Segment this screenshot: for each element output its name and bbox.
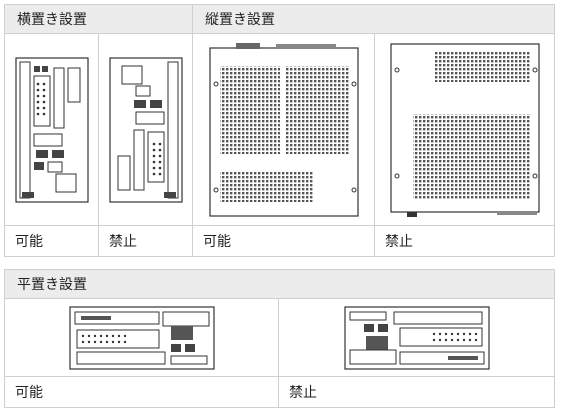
flat-forbidden-image — [278, 298, 555, 377]
vertical-forbidden-label: 禁止 — [374, 225, 555, 257]
flat-allowed-image — [4, 298, 279, 377]
unit-flat-drawing — [68, 305, 215, 370]
horizontal-allowed-label: 可能 — [4, 225, 99, 257]
horizontal-allowed-image — [4, 33, 99, 226]
vertical-allowed-image — [192, 33, 375, 226]
unit-flat-upside-down-drawing — [343, 305, 490, 370]
orientation-table-bottom: 平置き設置 — [4, 269, 555, 408]
vertical-allowed-label: 可能 — [192, 225, 375, 257]
unit-side-vents-flipped-drawing — [389, 42, 540, 217]
section-title-horizontal: 横置き設置 — [4, 4, 193, 34]
vertical-forbidden-image — [374, 33, 555, 226]
orientation-table-top: 横置き設置 縦置き設置 — [4, 4, 555, 257]
section-title-flat: 平置き設置 — [4, 269, 555, 299]
section-title-vertical: 縦置き設置 — [192, 4, 555, 34]
horizontal-forbidden-label: 禁止 — [98, 225, 193, 257]
flat-forbidden-label: 禁止 — [278, 376, 555, 408]
unit-upside-down-drawing — [108, 56, 183, 203]
unit-side-vents-drawing — [208, 42, 359, 217]
flat-allowed-label: 可能 — [4, 376, 279, 408]
horizontal-forbidden-image — [98, 33, 193, 226]
unit-upright-drawing — [14, 56, 89, 203]
